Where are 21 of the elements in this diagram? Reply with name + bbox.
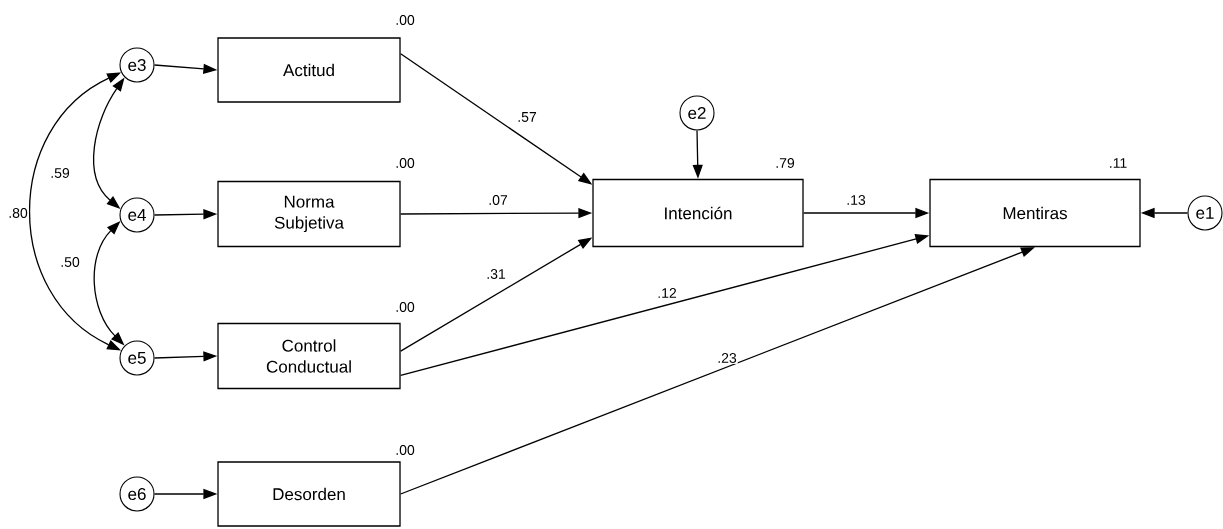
coefficient-label: .80 [7, 207, 29, 219]
variable-box: Actitud [217, 37, 401, 103]
coefficient-label: .00 [396, 15, 415, 25]
coefficient-label: .07 [487, 194, 509, 206]
coefficient-label: .59 [49, 167, 71, 179]
variable-box: Norma Subjetiva [217, 180, 401, 248]
coefficient-label: .23 [716, 352, 738, 364]
variable-box: Control Conductual [217, 322, 401, 390]
coefficient-label: .12 [656, 287, 678, 299]
variable-box: Mentiras [929, 178, 1141, 248]
coefficient-label: .00 [396, 302, 415, 312]
variable-box: Desorden [217, 461, 401, 527]
coefficient-label: .00 [396, 445, 415, 455]
coefficient-label: .50 [59, 256, 81, 268]
coefficient-label: .79 [776, 158, 795, 168]
coefficient-label: .31 [485, 268, 507, 280]
coefficient-label: .11 [1110, 158, 1127, 168]
variable-box: Intención [592, 178, 804, 248]
coefficient-label: .13 [845, 194, 867, 206]
coefficient-label: .00 [396, 158, 415, 168]
coefficient-label: .57 [516, 111, 538, 123]
